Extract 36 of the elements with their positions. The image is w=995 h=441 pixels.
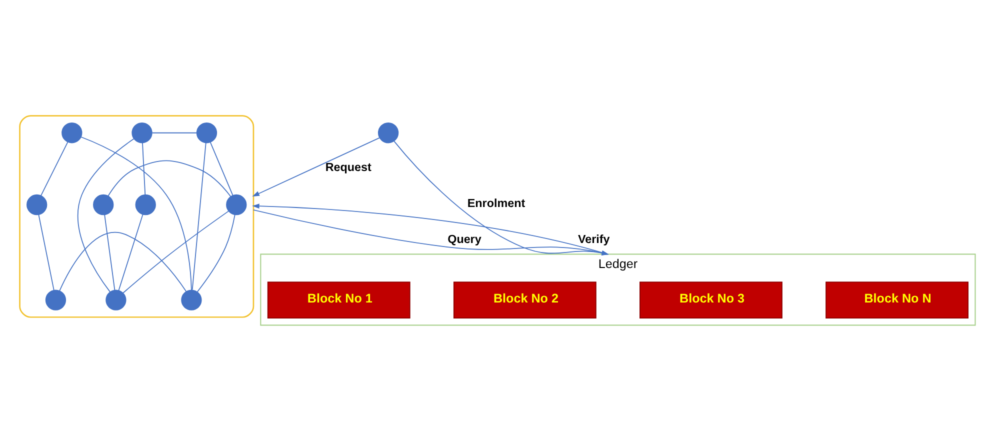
- connector: [77, 138, 134, 292]
- connector: [38, 214, 54, 291]
- connector: [59, 232, 187, 292]
- node-box: Block No 2: [453, 282, 596, 318]
- edge-label: Query: [448, 232, 482, 246]
- node-circle: [26, 194, 48, 216]
- connector: [122, 210, 229, 294]
- node-circle: [93, 194, 114, 216]
- connector: [118, 214, 144, 291]
- node-circle: [135, 194, 156, 216]
- arrow: [394, 140, 609, 256]
- connector: [142, 142, 146, 195]
- node-circle: [45, 290, 66, 310]
- node-circle: [132, 122, 152, 144]
- edge-label: Request: [325, 160, 372, 174]
- node-circle: [196, 122, 218, 144]
- connector: [192, 142, 206, 290]
- connector: [40, 142, 68, 196]
- connector: [196, 214, 236, 292]
- node-box: Block No 1: [267, 282, 410, 318]
- edge-label: Verify: [578, 232, 610, 246]
- connector: [104, 214, 116, 291]
- edge-label: Enrolment: [467, 196, 526, 210]
- node-box: Block No N: [826, 282, 968, 318]
- connector: [152, 132, 197, 134]
- node-circle: [378, 122, 399, 144]
- node-circle: [181, 290, 202, 310]
- connector: [210, 142, 234, 196]
- cluster: [19, 115, 254, 318]
- node-circle: [106, 290, 126, 310]
- node-circle: [62, 122, 82, 144]
- node-box: Block No 3: [640, 282, 782, 318]
- connector: [108, 160, 232, 198]
- connector: [80, 136, 192, 291]
- node-circle: [226, 194, 247, 216]
- arrow: [252, 138, 380, 197]
